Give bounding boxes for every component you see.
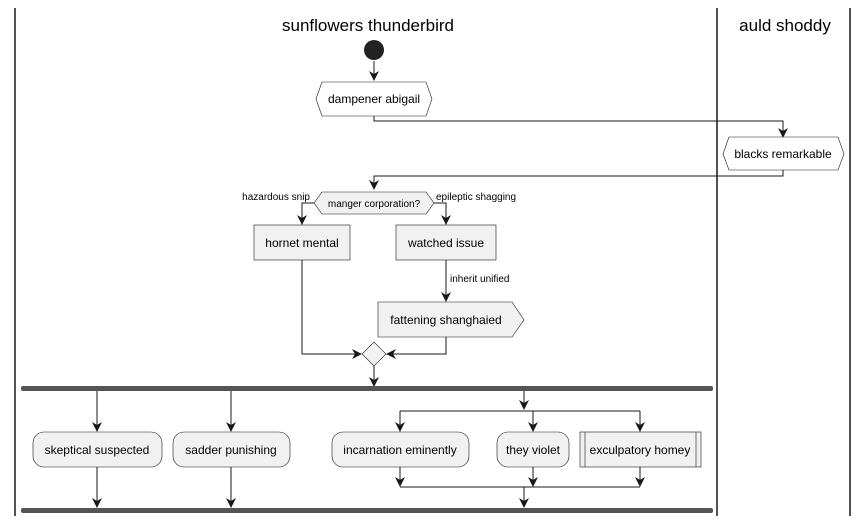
- blacks-shape: [722, 136, 845, 171]
- connectors: [92, 61, 788, 508]
- incarnation-box: [331, 431, 470, 468]
- right-branch-label: epileptic shagging: [436, 192, 516, 203]
- hornet-box: [253, 224, 351, 261]
- edge-dampener-to-blacks: [373, 116, 788, 138]
- edge-blacks-to-decision: [369, 170, 784, 190]
- violet-box: [496, 431, 570, 468]
- exculpatory-label: exculpatory homey: [590, 443, 691, 457]
- sadder-label: sadder punishing: [185, 443, 276, 457]
- join-bar: [21, 508, 713, 513]
- fork-bar: [21, 386, 713, 391]
- dampener-label: dampener abigail: [328, 92, 420, 106]
- edge-decision-to-hornet: [297, 202, 314, 225]
- violet-label: they violet: [506, 443, 561, 457]
- inherit-label: inherit unified: [450, 274, 509, 285]
- fattening-shape: [377, 301, 525, 338]
- sadder-box: [172, 431, 291, 468]
- watched-box: [395, 224, 497, 261]
- skeptical-label: skeptical suspected: [45, 443, 150, 457]
- start-node: [364, 40, 384, 60]
- merge-diamond: [361, 341, 387, 367]
- dampener-shape: [315, 81, 433, 117]
- lane-title-auld-shoddy: auld shoddy: [739, 16, 831, 35]
- lane-title-sunflowers-thunderbird: sunflowers thunderbird: [282, 16, 454, 35]
- incarnation-label: incarnation eminently: [343, 443, 456, 457]
- fattening-label: fattening shanghaied: [390, 313, 501, 327]
- decision-label: manger corporation?: [328, 199, 421, 210]
- decision-diamond: [313, 191, 435, 215]
- watched-label: watched issue: [407, 236, 484, 250]
- skeptical-box: [32, 431, 163, 468]
- left-branch-label: hazardous snip: [242, 192, 310, 203]
- edge-decision-to-watched: [434, 202, 451, 225]
- edge-fattening-to-merge: [386, 337, 447, 359]
- hornet-label: hornet mental: [265, 236, 338, 250]
- blacks-label: blacks remarkable: [734, 147, 832, 161]
- edge-hornet-to-merge: [301, 260, 362, 359]
- swimlane-borders: [14, 8, 851, 516]
- exculpatory-box: [579, 431, 702, 468]
